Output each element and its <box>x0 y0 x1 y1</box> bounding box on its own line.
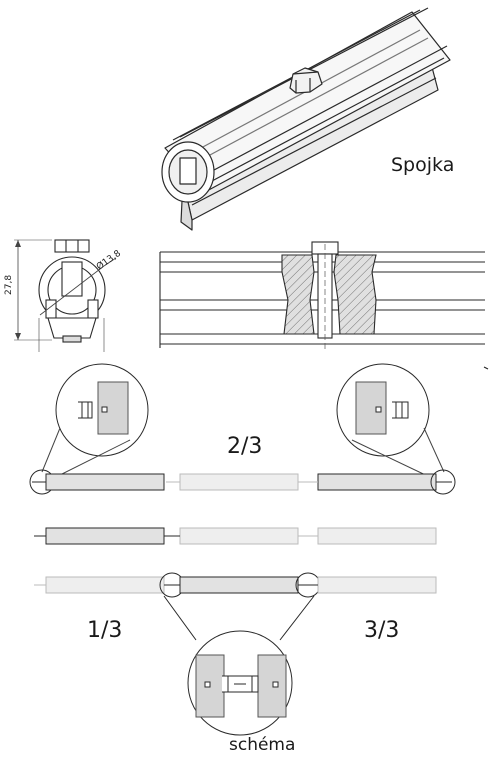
assembly-scheme <box>29 363 456 736</box>
scheme-caption: schéma <box>229 735 296 755</box>
segment-label-2-3: 2/3 <box>227 434 263 459</box>
height-dimension: 27,8 <box>4 275 14 295</box>
diameter-dimension: Ø13,8 <box>94 248 123 273</box>
isometric-coupling <box>161 7 451 231</box>
segment-label-1-3: 1/3 <box>87 618 123 643</box>
side-section-view <box>159 241 489 370</box>
segment-label-3-3: 3/3 <box>364 618 400 643</box>
diagram-title: Spojka <box>391 154 455 176</box>
cross-section-view <box>14 239 117 352</box>
